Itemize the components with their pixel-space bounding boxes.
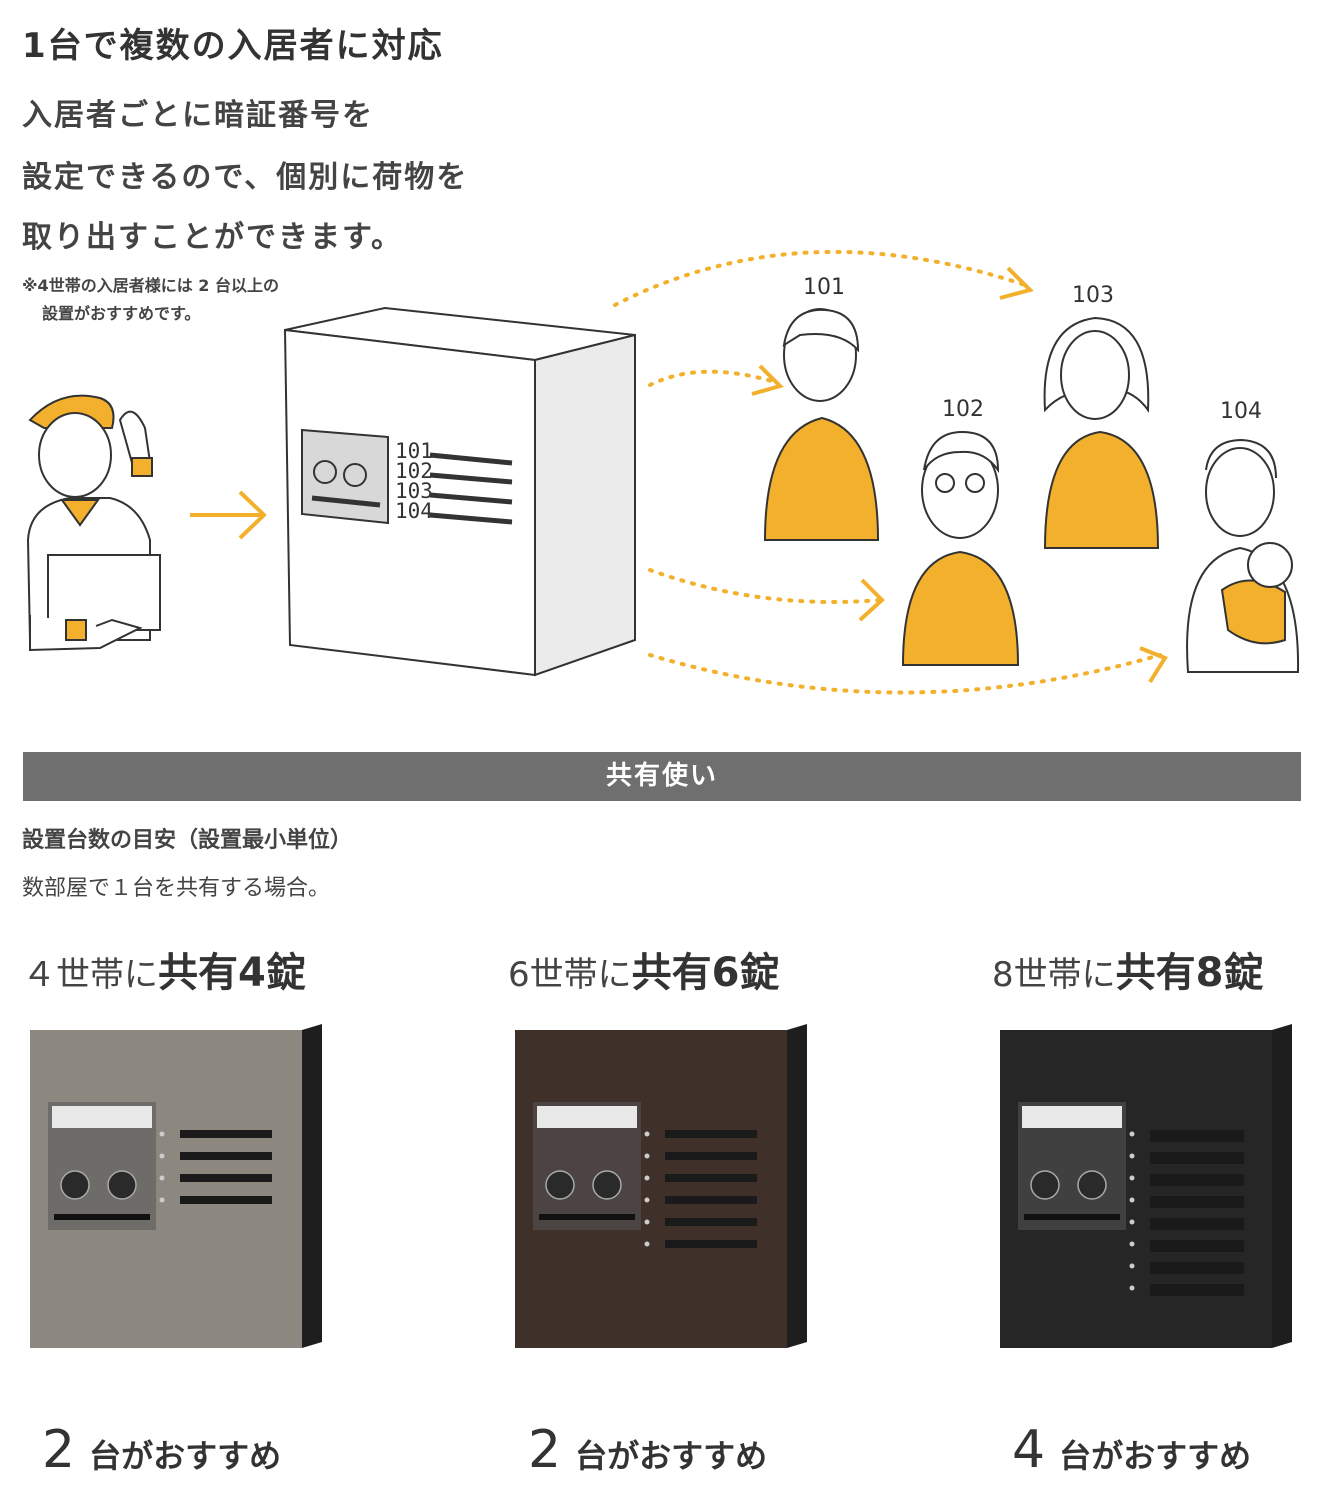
lock-indicator [1129,1219,1135,1225]
product-unit-8-locks [1000,1024,1292,1348]
lock-indicator [1129,1175,1135,1181]
lock-indicator [644,1197,650,1203]
arrowhead-icons [751,266,1168,684]
lock-slot [1150,1218,1244,1230]
unit-side [1272,1024,1292,1348]
option-6-rec-number: 2 [528,1420,562,1480]
option-8-prefix: 8世帯に [992,955,1116,995]
resident-103-label: 103 [1072,283,1114,308]
option-6-heading: 6世帯に共有6錠 [508,940,779,998]
option-6-recommendation: 2 台がおすすめ [528,1420,767,1480]
note-line-1: ※4世帯の入居者様には 2 台以上の [22,276,279,295]
delivery-box-icon: 101 102 103 104 [283,306,636,677]
arrow-right-icon [190,490,267,540]
lock-indicator [159,1175,165,1181]
lock-indicator [644,1153,650,1159]
instruction-label [537,1106,637,1128]
option-8-title: 共有8錠 [1115,950,1264,996]
resident-102-icon [901,430,1020,666]
option-4-prefix: ４世帯に [22,955,158,995]
lock-indicator [644,1219,650,1225]
slot [539,1214,635,1220]
lock-slot [1150,1240,1244,1252]
resident-103-icon [1043,316,1160,549]
lock-indicator [644,1175,650,1181]
lock-slot [665,1174,757,1182]
option-4-recommendation: 2 台がおすすめ [42,1420,281,1480]
lock-indicator [1129,1131,1135,1137]
box-label-104: 104 [395,499,433,523]
page-title: 1台で複数の入居者に対応 [22,26,444,66]
resident-101-label: 101 [803,275,845,300]
dial-left-icon [1030,1170,1060,1200]
product-unit-4-locks [30,1024,322,1348]
box-label-103: 103 [395,479,433,503]
lock-slot [180,1196,272,1204]
lock-indicator [159,1153,165,1159]
lock-slot [1150,1284,1244,1296]
delivery-illustration: 101 102 103 104 101 102 103 [26,249,1300,695]
lock-slot [1150,1152,1244,1164]
section-band-shared-use: 共有使い [23,752,1301,801]
product-unit-6-locks [515,1024,807,1348]
option-4-rec-text: 台がおすすめ [89,1437,282,1475]
section-subtitle: 設置台数の目安（設置最小単位） [22,828,353,853]
option-6-prefix: 6世帯に [508,955,632,995]
lock-slot [1150,1196,1244,1208]
dial-left-icon [60,1170,90,1200]
option-8-heading: 8世帯に共有8錠 [992,940,1263,998]
lock-indicator [1129,1285,1135,1291]
option-8-rec-number: 4 [1012,1420,1046,1480]
option-6-title: 共有6錠 [631,950,780,996]
dotted-arrows [613,249,1162,695]
description-line-2: 設定できるので、個別に荷物を [22,160,469,195]
option-6-rec-text: 台がおすすめ [575,1437,768,1475]
instruction-label [52,1106,152,1128]
description-line-1: 入居者ごとに暗証番号を [22,98,374,133]
lock-slot [665,1218,757,1226]
delivery-person-icon [26,394,161,652]
dial-right-icon [1077,1170,1107,1200]
lock-indicator [644,1241,650,1247]
dial-right-icon [592,1170,622,1200]
lock-indicator [1129,1263,1135,1269]
option-8-recommendation: 4 台がおすすめ [1012,1420,1251,1480]
unit-side [302,1024,322,1348]
option-4-rec-number: 2 [42,1420,76,1480]
lock-slot [1150,1130,1244,1142]
lock-slot [180,1174,272,1182]
instruction-label [1022,1106,1122,1128]
lock-slot [1150,1262,1244,1274]
section-description: 数部屋で１台を共有する場合。 [22,876,331,901]
lock-slot [665,1130,757,1138]
lock-slot [1150,1174,1244,1186]
lock-indicator [1129,1241,1135,1247]
lock-slot [665,1152,757,1160]
option-4-heading: ４世帯に共有4錠 [22,940,306,998]
lock-slot [180,1152,272,1160]
lock-indicator [1129,1153,1135,1159]
box-label-102: 102 [395,459,433,483]
option-4-title: 共有4錠 [158,950,306,996]
option-8-rec-text: 台がおすすめ [1059,1437,1252,1475]
slot [1024,1214,1120,1220]
resident-104-label: 104 [1220,399,1262,424]
unit-side [787,1024,807,1348]
box-label-101: 101 [395,439,433,463]
resident-101-icon [763,308,880,541]
lock-slot [665,1240,757,1248]
dial-left-icon [545,1170,575,1200]
lock-indicator [159,1131,165,1137]
resident-102-label: 102 [942,397,984,422]
lock-indicator [1129,1197,1135,1203]
resident-104-icon [1186,438,1300,673]
lock-indicator [159,1197,165,1203]
note-line-2: 設置がおすすめです。 [42,304,201,323]
lock-indicator [644,1131,650,1137]
lock-slot [180,1130,272,1138]
description-line-3: 取り出すことができます。 [22,220,403,255]
dial-right-icon [107,1170,137,1200]
lock-slot [665,1196,757,1204]
slot [54,1214,150,1220]
